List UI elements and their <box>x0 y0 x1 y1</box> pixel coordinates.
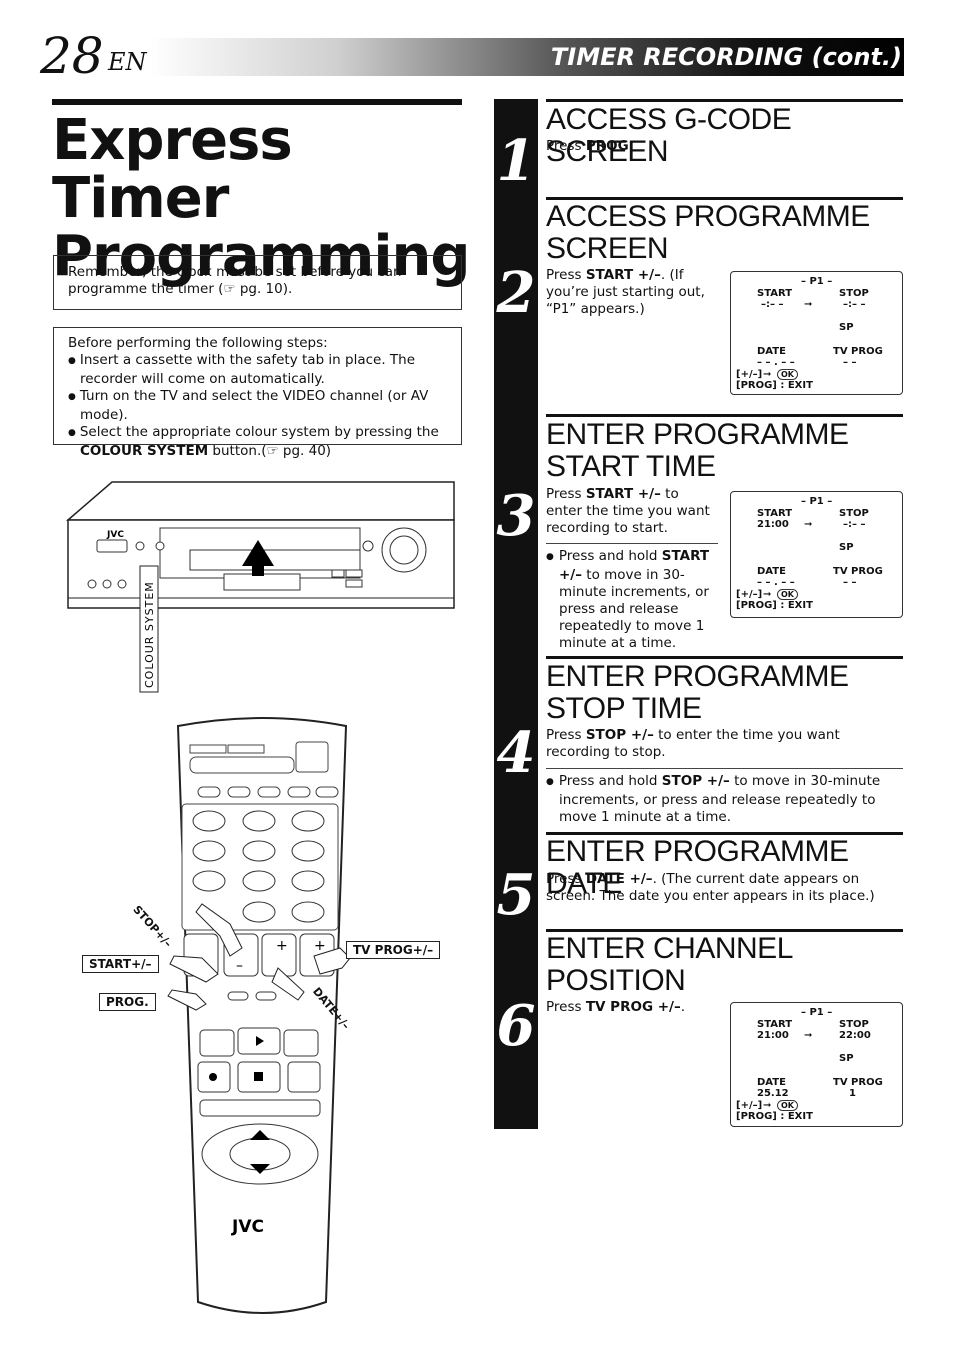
step-text: Press DATE +/–. (The current date appear… <box>546 871 875 904</box>
osd-screen: – P1 – START STOP –:– – ➞ –:– – SP DATE … <box>730 271 903 395</box>
minus-label: – <box>236 958 243 974</box>
step-text: Press PROG. <box>546 138 633 154</box>
step-rule <box>546 414 903 417</box>
colour-system-label: COLOUR SYSTEM <box>143 581 156 688</box>
step-text: Press START +/–. (If you’re just startin… <box>546 267 705 317</box>
step-rule <box>546 929 903 932</box>
before-step-item: Select the appropriate colour system by … <box>68 424 447 460</box>
step-number: 5 <box>496 862 536 928</box>
clock-note-box: Remember, the clock must be set before y… <box>53 255 462 310</box>
vcr-illustration: JVC COLOUR SYSTEM <box>65 481 455 693</box>
step-text: Press START +/– to enter the time you wa… <box>546 486 710 536</box>
step-number: 1 <box>496 128 536 194</box>
step-bullet: Press and hold STOP +/– to move in 30-mi… <box>546 773 916 826</box>
step-divider <box>546 543 718 544</box>
step-bullet: Press and hold START +/– to move in 30-m… <box>546 548 721 652</box>
page-title: Express Timer Programming <box>52 108 470 289</box>
step-heading: ENTER PROGRAMME STOP TIME <box>546 660 849 725</box>
step-text: Press STOP +/– to enter the time you wan… <box>546 727 840 760</box>
before-step-item: Insert a cassette with the safety tab in… <box>68 352 447 388</box>
remote-illustration: + + – JVC <box>167 717 351 1314</box>
step-divider <box>546 768 903 769</box>
step-number: 4 <box>496 720 536 786</box>
osd-screen: – P1 – START STOP 21:00 ➞ –:– – SP DATE … <box>730 491 903 618</box>
page-language: EN <box>108 48 147 76</box>
step-rule <box>546 99 903 102</box>
page-number: 28 <box>40 27 104 85</box>
prog-callout: PROG. <box>99 993 156 1011</box>
before-steps-intro: Before performing the following steps: <box>68 335 328 351</box>
step-heading: ENTER PROGRAMME DATE <box>546 835 849 900</box>
step-rule <box>546 656 903 659</box>
tvprog-callout: TV PROG+/– <box>346 941 441 959</box>
plus-label: + <box>276 938 288 954</box>
osd-screen: – P1 – START STOP 21:00 ➞ 22:00 SP DATE … <box>730 1002 903 1127</box>
step-rule <box>546 197 903 200</box>
plus-label: + <box>314 938 326 954</box>
step-heading: ACCESS PROGRAMME SCREEN <box>546 200 870 265</box>
step-heading: ENTER PROGRAMME START TIME <box>546 418 849 483</box>
step-number: 3 <box>496 483 536 549</box>
step-heading: ENTER CHANNEL POSITION <box>546 932 792 997</box>
before-steps-box: Before performing the following steps: I… <box>53 327 462 459</box>
section-header: TIMER RECORDING (cont.) <box>550 43 902 71</box>
before-step-item: Turn on the TV and select the VIDEO chan… <box>68 388 447 424</box>
step-text: Press TV PROG +/–. <box>546 999 686 1015</box>
step-number: 6 <box>496 993 536 1059</box>
step-number: 2 <box>496 260 536 326</box>
step-heading: ACCESS G-CODE SCREEN <box>546 103 792 168</box>
steps-bar <box>494 99 538 1129</box>
clock-note-text: Remember, the clock must be set before y… <box>68 264 402 297</box>
step-rule <box>546 832 903 835</box>
remote-brand-logo: JVC <box>231 1217 264 1237</box>
header-bar <box>150 38 904 76</box>
title-rule <box>52 99 462 105</box>
vcr-brand-logo: JVC <box>106 530 124 540</box>
start-callout: START+/– <box>82 955 159 973</box>
